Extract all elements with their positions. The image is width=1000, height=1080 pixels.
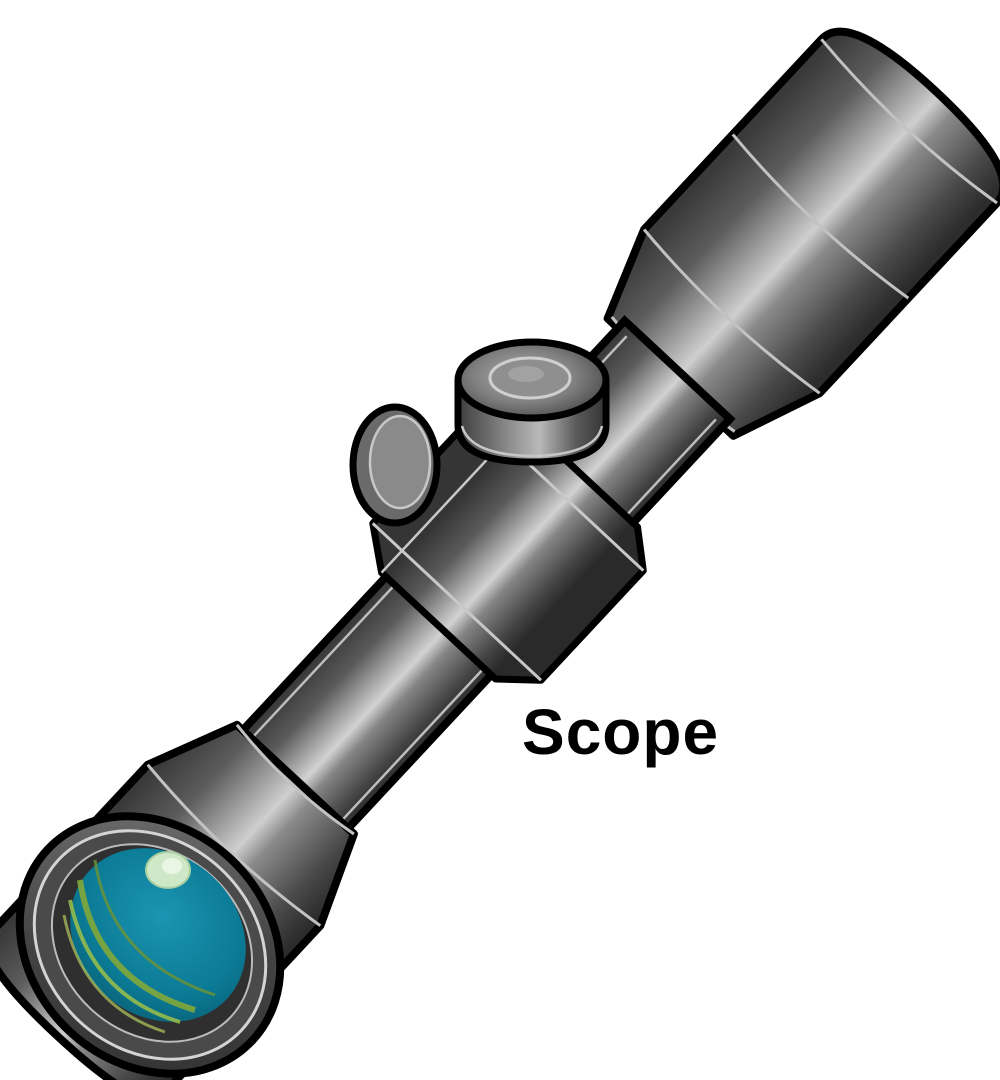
side-knob [349,403,441,527]
scope-label: Scope [522,696,719,768]
elevation-turret [454,338,610,466]
ocular-bell [603,27,1000,440]
objective-lens [15,812,285,1078]
